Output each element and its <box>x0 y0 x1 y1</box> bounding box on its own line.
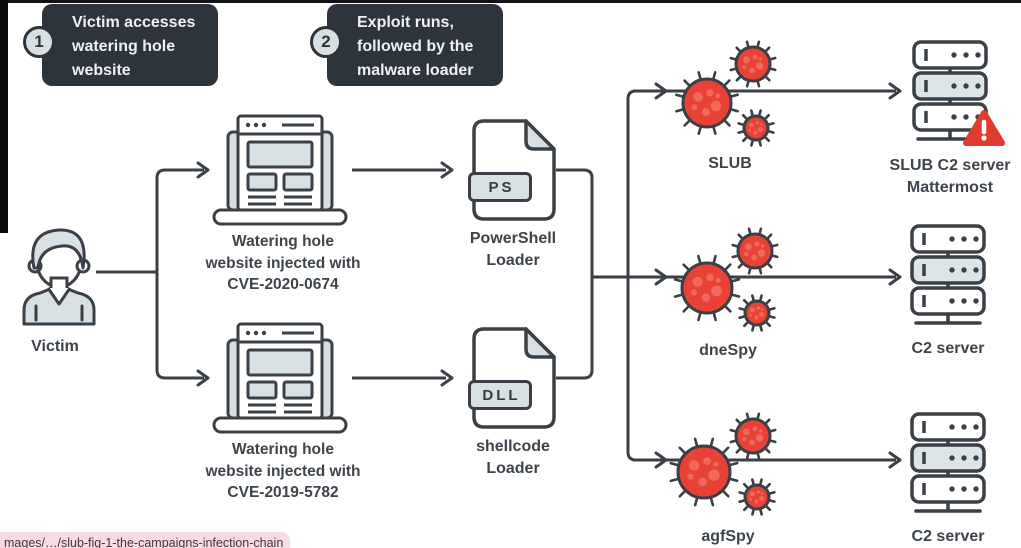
virus-cluster-icons <box>669 40 779 516</box>
malware-label-dnespy: dneSpy <box>699 342 757 359</box>
malware-label-agfspy: agfSpy <box>701 528 755 545</box>
virus-icon <box>669 437 739 507</box>
virus-icon <box>738 294 776 332</box>
virus-icon <box>737 109 775 147</box>
step-2-number: 2 <box>321 32 331 51</box>
file-type-badge: DLL <box>468 380 532 410</box>
server-rack-icon <box>910 412 986 513</box>
loader-1-label: PowerShell Loader <box>469 230 557 269</box>
laptop-browser-icon <box>212 114 348 226</box>
virus-icon <box>673 254 741 322</box>
virus-icon <box>674 71 740 135</box>
server-2-label: C2 server <box>911 340 985 357</box>
person-icon <box>22 228 96 326</box>
browser-status-bar: mages/…/slub-fig-1-the-campaigns-infecti… <box>0 532 290 548</box>
virus-icon <box>731 227 779 275</box>
warning-triangle-icon <box>963 110 1005 146</box>
server-rack-icon <box>910 224 986 325</box>
server-3-label: C2 server <box>911 528 985 545</box>
file-type-badge: PS <box>468 172 532 202</box>
step-1-callout: Victim accesses watering hole website <box>42 4 218 86</box>
step-2-text: Exploit runs, followed by the malware lo… <box>357 14 474 79</box>
virus-icon <box>729 412 777 460</box>
arrowhead-icons <box>196 82 902 469</box>
window-left-edge <box>0 0 8 233</box>
window-top-edge <box>0 0 1021 3</box>
file-document-icon <box>472 327 556 429</box>
victim-label: Victim <box>31 338 79 355</box>
status-bar-url: mages/…/slub-fig-1-the-campaigns-infecti… <box>4 536 284 548</box>
malware-label-slub: SLUB <box>708 155 752 172</box>
server-1-label: SLUB C2 server Mattermost <box>889 157 1011 196</box>
virus-icon <box>738 478 776 516</box>
website-2-label: Watering hole website injected with CVE-… <box>205 441 361 501</box>
loader-2-label: shellcode Loader <box>476 438 550 477</box>
file-document-icon <box>472 119 556 221</box>
step-1-text: Victim accesses watering hole website <box>72 14 196 79</box>
laptop-browser-icon <box>212 322 348 434</box>
step-1-number: 1 <box>34 32 44 51</box>
virus-icon <box>729 40 777 88</box>
step-2-callout: Exploit runs, followed by the malware lo… <box>327 4 503 86</box>
step-1-badge-icon: 1 <box>23 26 55 58</box>
website-1-label: Watering hole website injected with CVE-… <box>205 233 361 293</box>
step-2-badge-icon: 2 <box>310 26 342 58</box>
